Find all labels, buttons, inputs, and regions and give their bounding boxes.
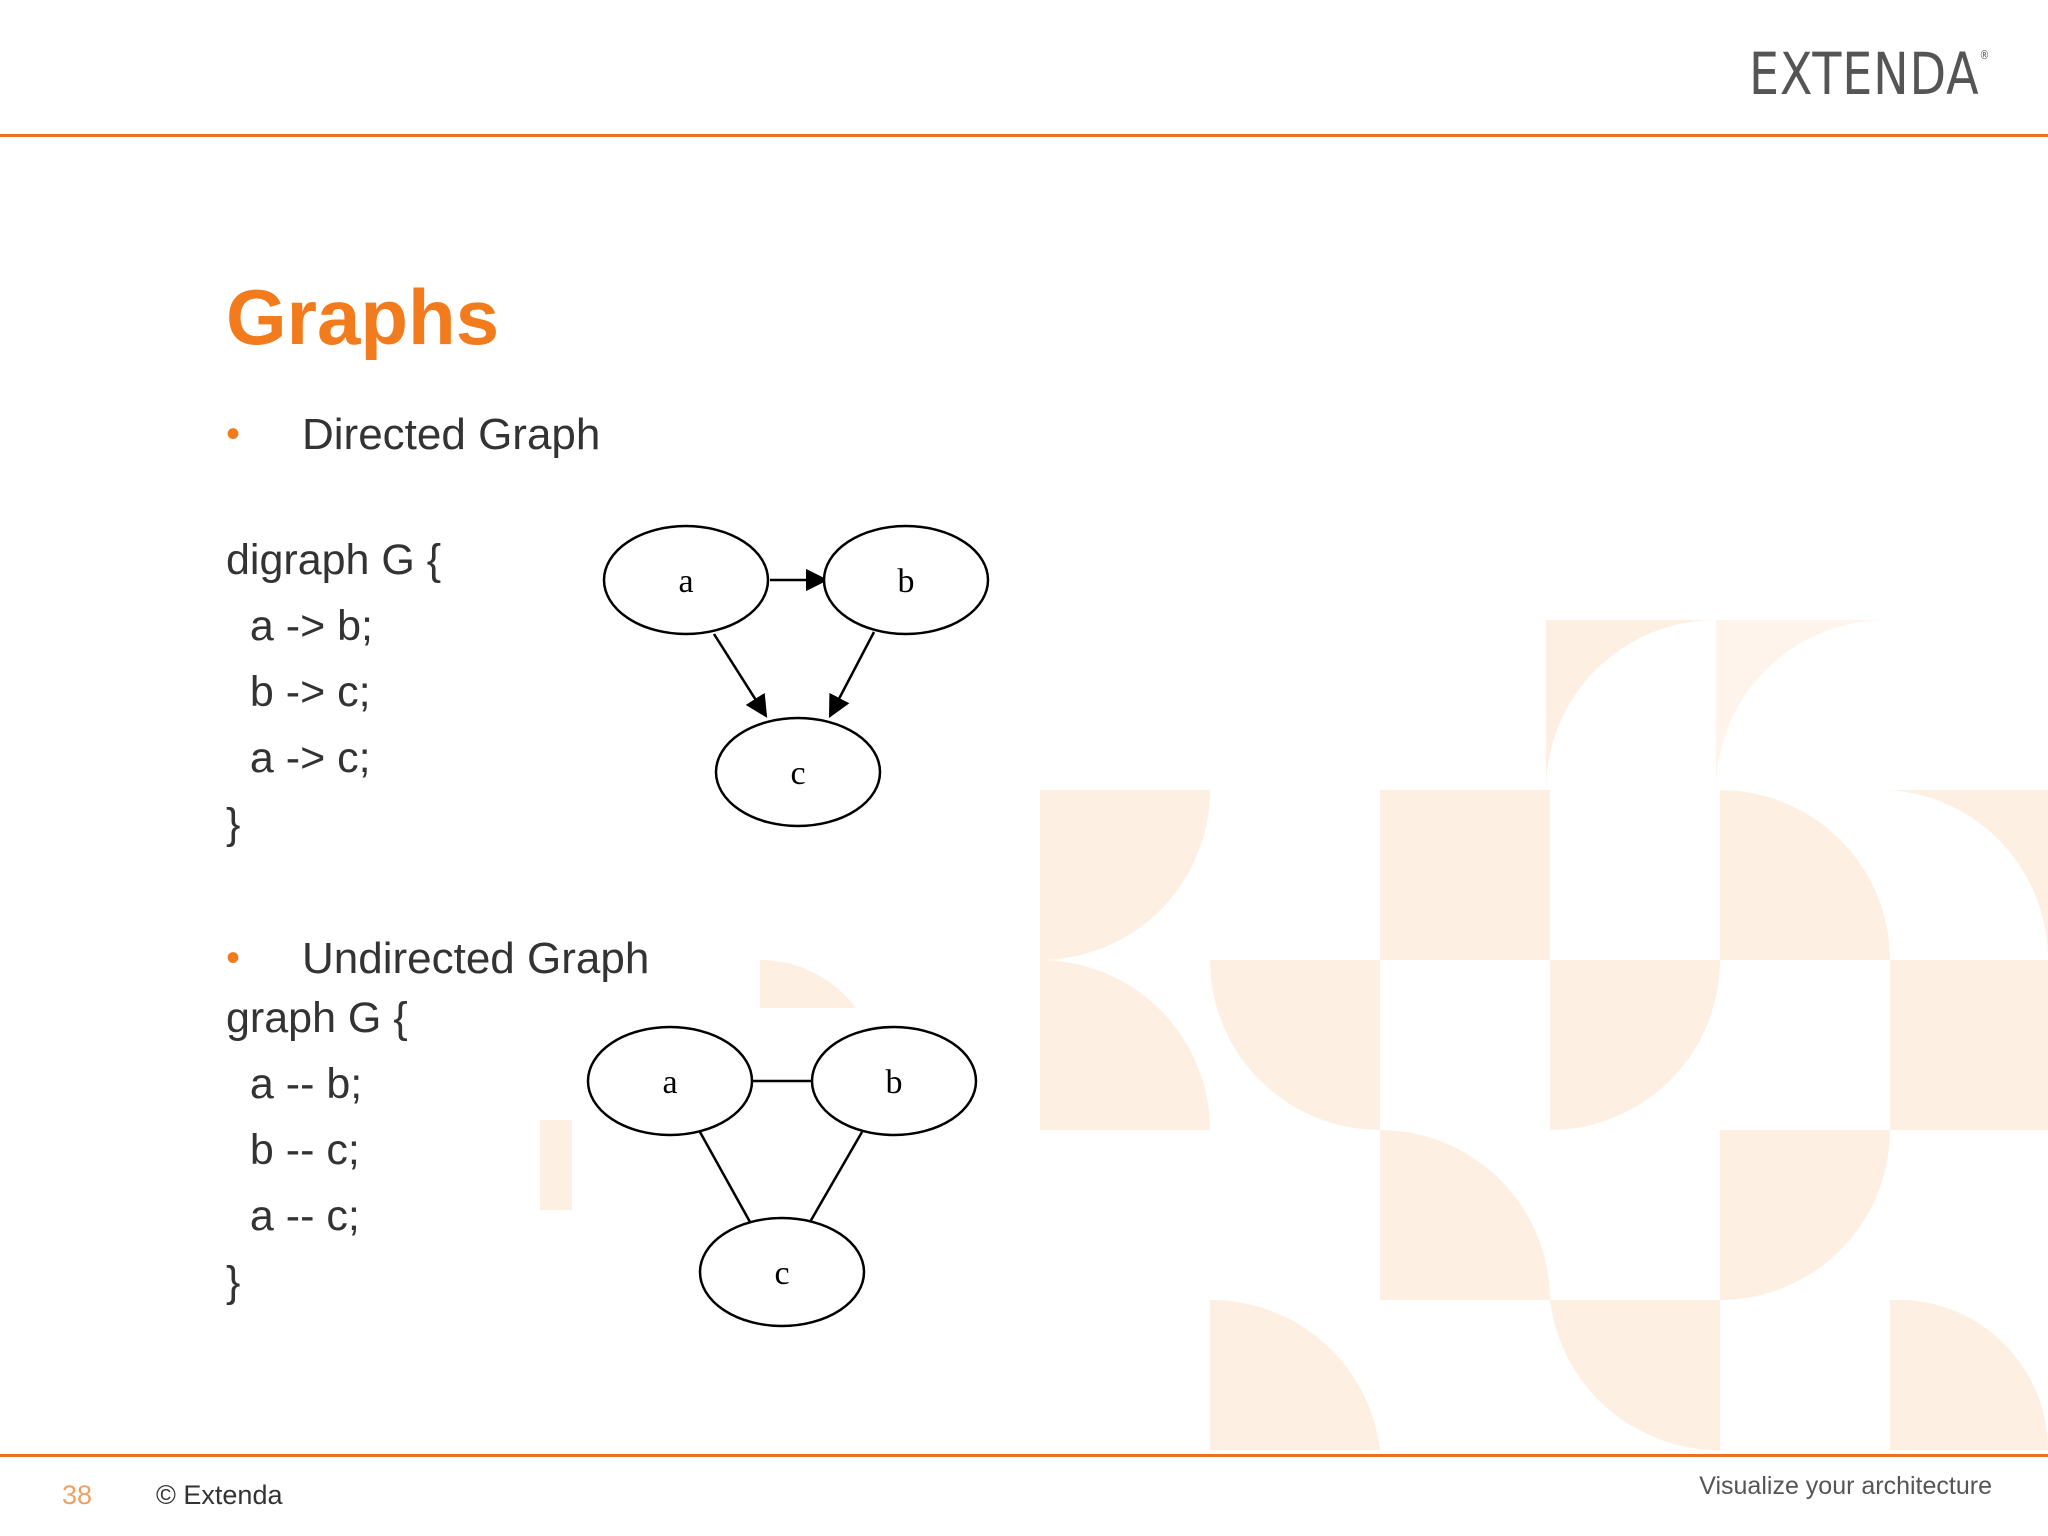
extenda-logo: EXTENDA® <box>1749 40 1990 108</box>
node-b <box>810 1025 978 1137</box>
node-b-label: b <box>886 1064 903 1101</box>
edge-a-c <box>698 1131 752 1223</box>
bullet-dot: • <box>226 936 241 980</box>
code-line: b -- c; <box>226 1126 360 1174</box>
node-a-label: a <box>678 563 693 600</box>
edge-b-c <box>808 1131 864 1223</box>
code-line: digraph G { <box>226 536 442 584</box>
node-b-label: b <box>898 563 915 600</box>
directed-graph: a b c <box>602 524 990 828</box>
node-a-label: a <box>662 1064 677 1101</box>
node-c <box>714 716 882 828</box>
undirected-graph: a b c <box>572 1008 992 1338</box>
code-line: a -> c; <box>226 734 371 782</box>
footer-tagline: Visualize your architecture <box>1699 1472 1992 1500</box>
node-c <box>698 1216 866 1328</box>
bullet-label: Directed Graph <box>302 410 601 459</box>
node-a <box>586 1025 754 1137</box>
edge-b-c <box>828 631 876 718</box>
footer-rule <box>0 1454 2048 1457</box>
code-line: a -- c; <box>226 1192 360 1240</box>
header-rule <box>0 134 2048 137</box>
footer-copyright: © Extenda <box>156 1480 283 1510</box>
code-line: a -> b; <box>226 602 373 650</box>
bullet-label: Undirected Graph <box>302 934 650 983</box>
page-number: 38 <box>62 1480 93 1510</box>
code-line: } <box>226 800 241 848</box>
node-c-label: c <box>790 755 805 792</box>
directed-code-block: digraph G { a -> b; b -> c; a -> c; } <box>226 536 441 866</box>
edge-a-c <box>712 633 768 718</box>
code-line: a -- b; <box>226 1060 363 1108</box>
code-line: b -> c; <box>226 668 371 716</box>
node-c-label: c <box>774 1255 789 1292</box>
bullet-dot: • <box>226 412 241 456</box>
node-b <box>822 524 990 636</box>
code-line: } <box>226 1258 241 1306</box>
logo-registered-mark: ® <box>1979 48 1990 62</box>
undirected-code-block: graph G { a -- b; b -- c; a -- c; } <box>226 994 408 1324</box>
slide-title: Graphs <box>226 273 500 361</box>
node-a <box>602 524 770 636</box>
logo-text: EXTENDA <box>1748 40 1980 108</box>
code-line: graph G { <box>226 994 408 1042</box>
